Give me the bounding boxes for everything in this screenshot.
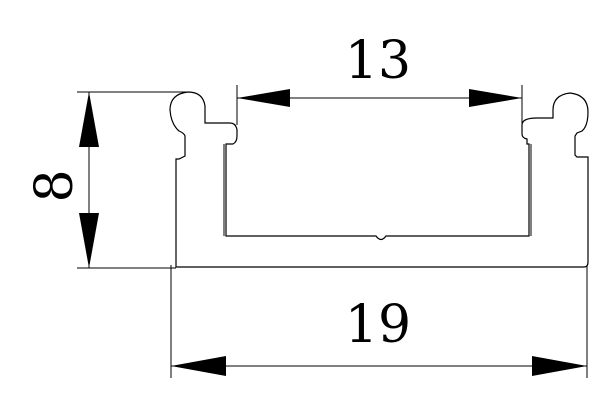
dimension-label-13: 13 <box>345 31 411 91</box>
dimension-label-19: 19 <box>345 295 411 355</box>
arrowhead-19-left <box>171 356 226 376</box>
dimension-label-8: 8 <box>25 169 85 202</box>
arrowhead-8-bottom <box>79 213 99 268</box>
arrowhead-13-left <box>237 89 290 107</box>
arrowhead-13-right <box>469 89 522 107</box>
arrowhead-8-top <box>79 92 99 147</box>
arrowhead-19-right <box>532 356 587 376</box>
profile-outline <box>169 91 589 268</box>
